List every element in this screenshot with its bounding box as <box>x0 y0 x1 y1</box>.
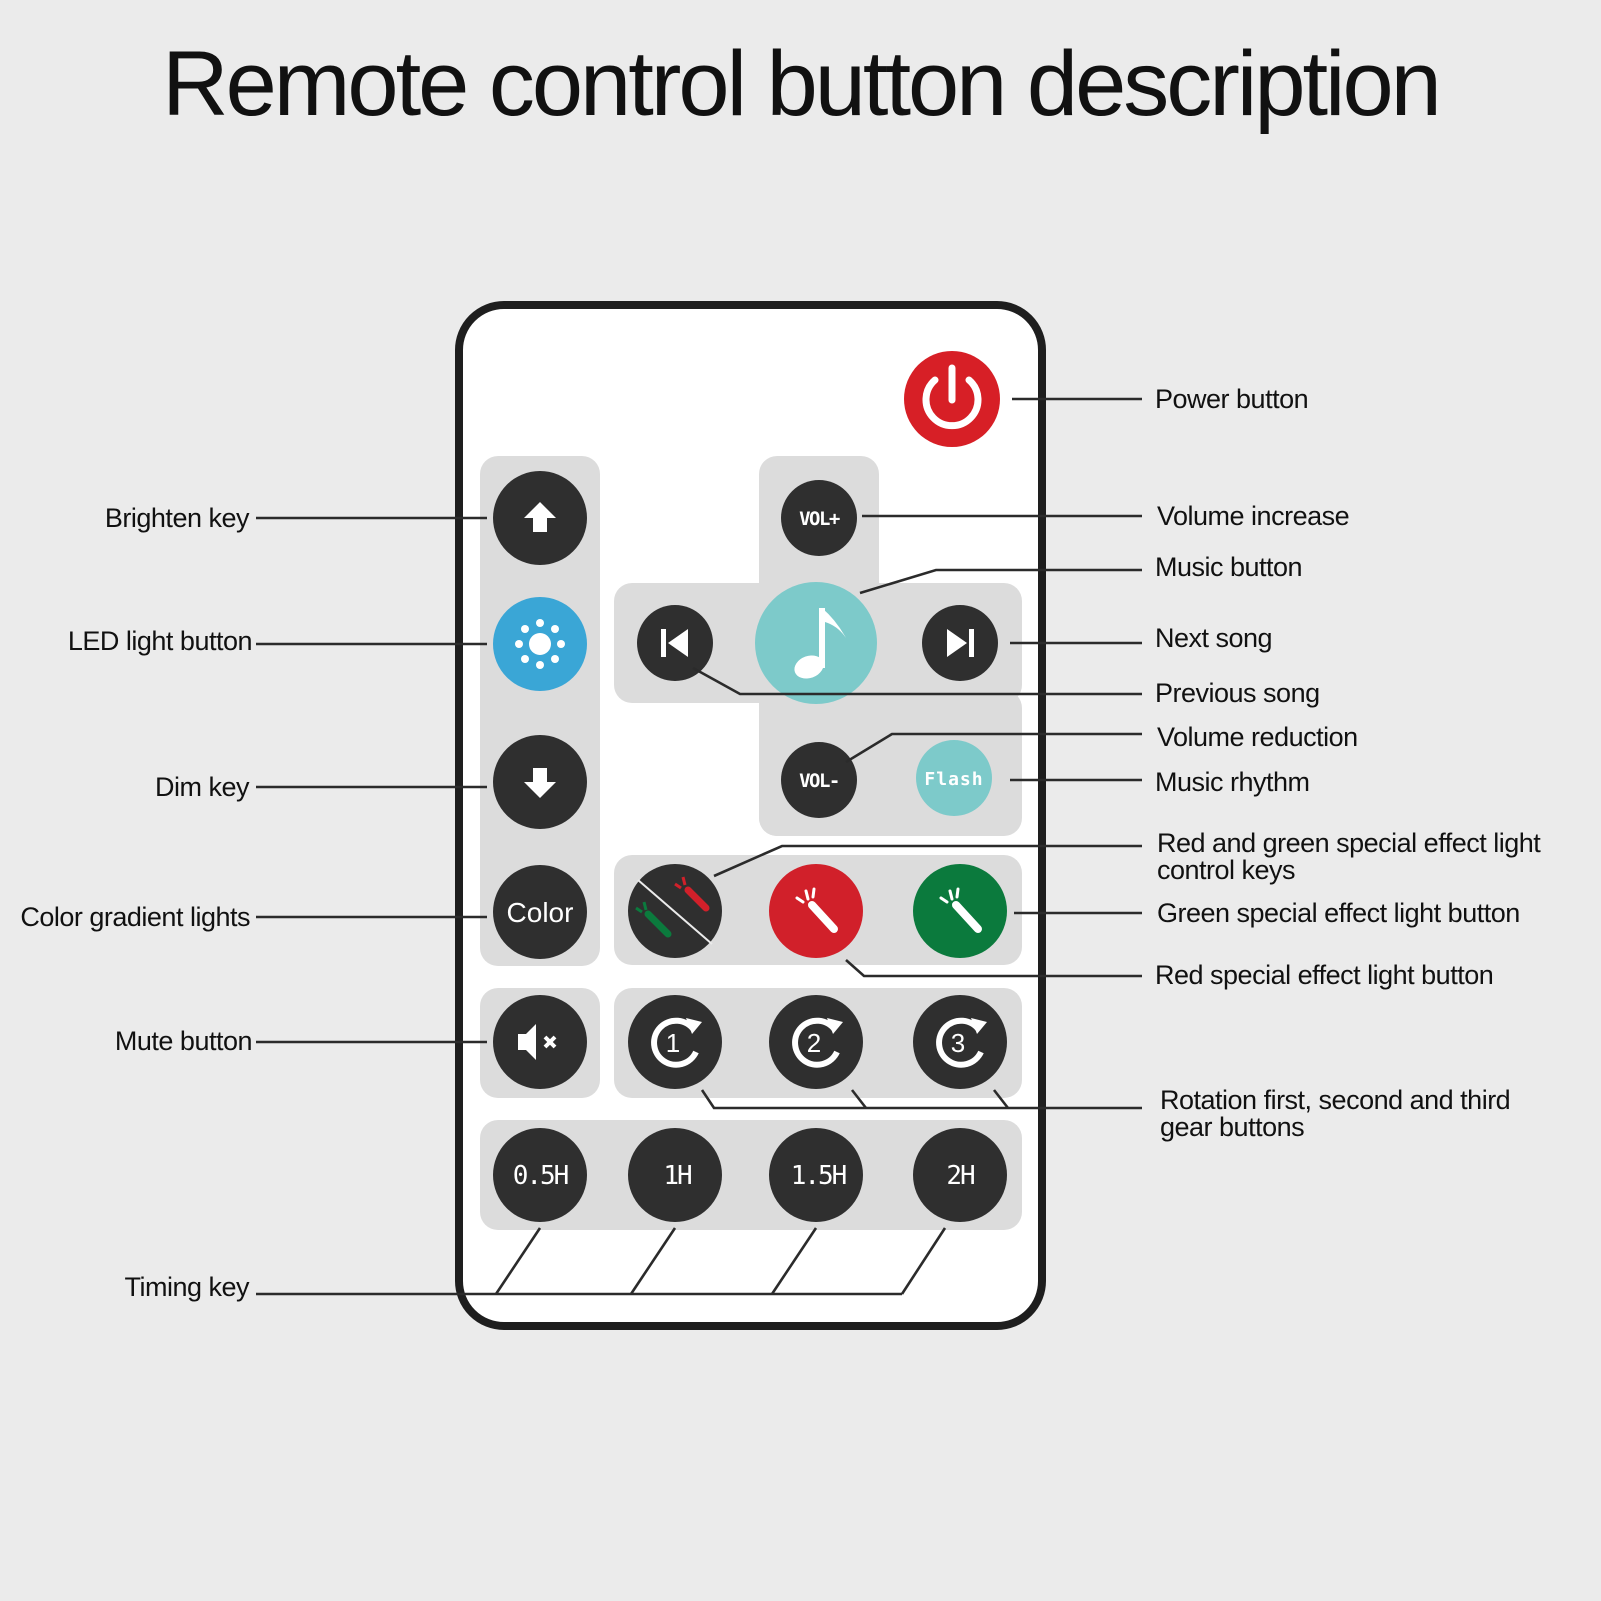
label-led: LED light button <box>68 626 252 656</box>
leader-red-green <box>713 844 1142 878</box>
label-dim: Dim key <box>155 772 250 802</box>
music-note-icon <box>794 608 846 679</box>
skip-next-icon <box>947 629 974 657</box>
power-icon <box>922 364 982 430</box>
arrow-up-icon <box>524 502 556 532</box>
leader-red <box>845 959 1142 978</box>
label-music: Music button <box>1155 552 1302 582</box>
next-button[interactable] <box>922 605 998 681</box>
label-green-effect: Green special effect light button <box>1157 898 1520 928</box>
previous-button[interactable] <box>637 605 713 681</box>
label-next: Next song <box>1155 623 1272 653</box>
timing-1h-button[interactable]: 1H <box>628 1128 722 1222</box>
led-button[interactable] <box>493 597 587 691</box>
color-button[interactable]: Color <box>493 865 587 959</box>
leader-rotation <box>700 1089 1142 1110</box>
leader-vol-down <box>845 732 1142 764</box>
page-title: Remote control button description <box>162 33 1442 135</box>
timing-1h-label: 1H <box>663 1161 691 1191</box>
label-red-effect: Red special effect light button <box>1155 960 1493 990</box>
leader-previous <box>692 666 1142 696</box>
label-red-green-line2: control keys <box>1157 855 1295 885</box>
green-effect-button[interactable] <box>913 864 1007 958</box>
label-rotation-line2: gear buttons <box>1160 1112 1304 1142</box>
rotation-1-button[interactable]: 1 <box>628 995 722 1089</box>
flashlight-icon <box>939 887 982 933</box>
rotate-icon <box>792 1017 840 1068</box>
rotation-3-button[interactable]: 3 <box>913 995 1007 1089</box>
volume-down-button[interactable]: VOL- <box>781 742 857 818</box>
timing-2h-button[interactable]: 2H <box>913 1128 1007 1222</box>
power-button[interactable] <box>904 351 1000 447</box>
timing-1-5h-button[interactable]: 1.5H <box>769 1128 863 1222</box>
volume-down-label: VOL- <box>799 770 839 792</box>
timing-panel <box>480 1120 1022 1230</box>
red-green-effect-button[interactable] <box>628 864 722 958</box>
label-red-green-line1: Red and green special effect light <box>1157 828 1541 858</box>
label-color: Color gradient lights <box>20 902 250 932</box>
leader-lines <box>256 397 1142 1296</box>
flash-button[interactable]: Flash <box>916 740 992 816</box>
dim-button[interactable] <box>493 735 587 829</box>
sun-dots-icon <box>515 619 565 669</box>
rotate-icon <box>651 1017 699 1068</box>
leader-music <box>859 568 1142 595</box>
arrow-down-icon <box>524 768 556 798</box>
rotation-2-label: 2 <box>807 1028 821 1058</box>
color-button-label: Color <box>507 897 574 928</box>
rotation-3-label: 3 <box>951 1028 965 1058</box>
skip-previous-icon <box>661 629 688 657</box>
label-brighten: Brighten key <box>105 503 250 533</box>
rotation-1-label: 1 <box>666 1028 680 1058</box>
label-mute: Mute button <box>115 1026 252 1056</box>
dual-flashlight-icon <box>635 876 713 945</box>
left-column-panel <box>480 456 600 966</box>
music-button[interactable] <box>755 582 877 704</box>
brighten-button[interactable] <box>493 471 587 565</box>
rotate-icon <box>936 1017 984 1068</box>
mute-button[interactable] <box>493 995 587 1089</box>
label-power: Power button <box>1155 384 1308 414</box>
timing-0-5h-button[interactable]: 0.5H <box>493 1128 587 1222</box>
rotation-2-button[interactable]: 2 <box>769 995 863 1089</box>
timing-2h-label: 2H <box>946 1161 974 1191</box>
speaker-mute-icon <box>518 1024 557 1060</box>
label-timing: Timing key <box>124 1272 250 1302</box>
flash-label: Flash <box>924 769 983 790</box>
label-rhythm: Music rhythm <box>1155 767 1310 797</box>
label-rotation-line1: Rotation first, second and third <box>1160 1085 1510 1115</box>
red-effect-button[interactable] <box>769 864 863 958</box>
volume-up-label: VOL+ <box>799 508 840 530</box>
volume-up-button[interactable]: VOL+ <box>781 480 857 556</box>
label-vol-up: Volume increase <box>1157 501 1349 531</box>
timing-1-5h-label: 1.5H <box>791 1161 846 1191</box>
label-vol-down: Volume reduction <box>1157 722 1358 752</box>
timing-0-5h-label: 0.5H <box>513 1161 568 1191</box>
label-previous: Previous song <box>1155 678 1320 708</box>
flashlight-icon <box>795 887 838 933</box>
